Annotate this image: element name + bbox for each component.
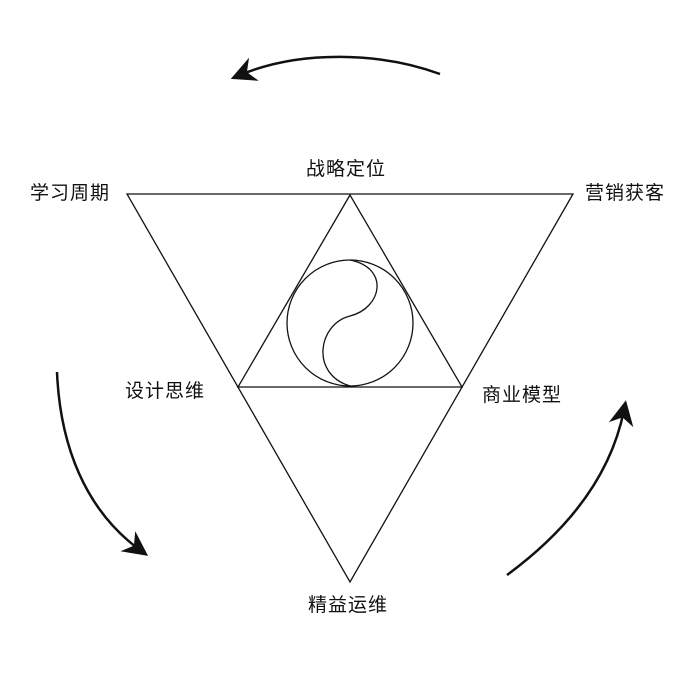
node-label-lean-operations: 精益运维 — [308, 594, 389, 616]
node-label-design-thinking: 设计思维 — [125, 380, 206, 402]
node-label-learning-cycle: 学习周期 — [30, 182, 111, 204]
arrow-top — [230, 55, 441, 81]
yin-yang-icon — [286, 259, 414, 387]
node-label-marketing-acquisition: 营销获客 — [585, 182, 666, 204]
arrow-right — [506, 400, 634, 577]
inner-upright-triangle — [236, 193, 464, 388]
node-label-strategic-positioning: 战略定位 — [306, 158, 387, 180]
node-label-business-model: 商业模型 — [482, 384, 563, 406]
arrow-left — [55, 371, 149, 556]
